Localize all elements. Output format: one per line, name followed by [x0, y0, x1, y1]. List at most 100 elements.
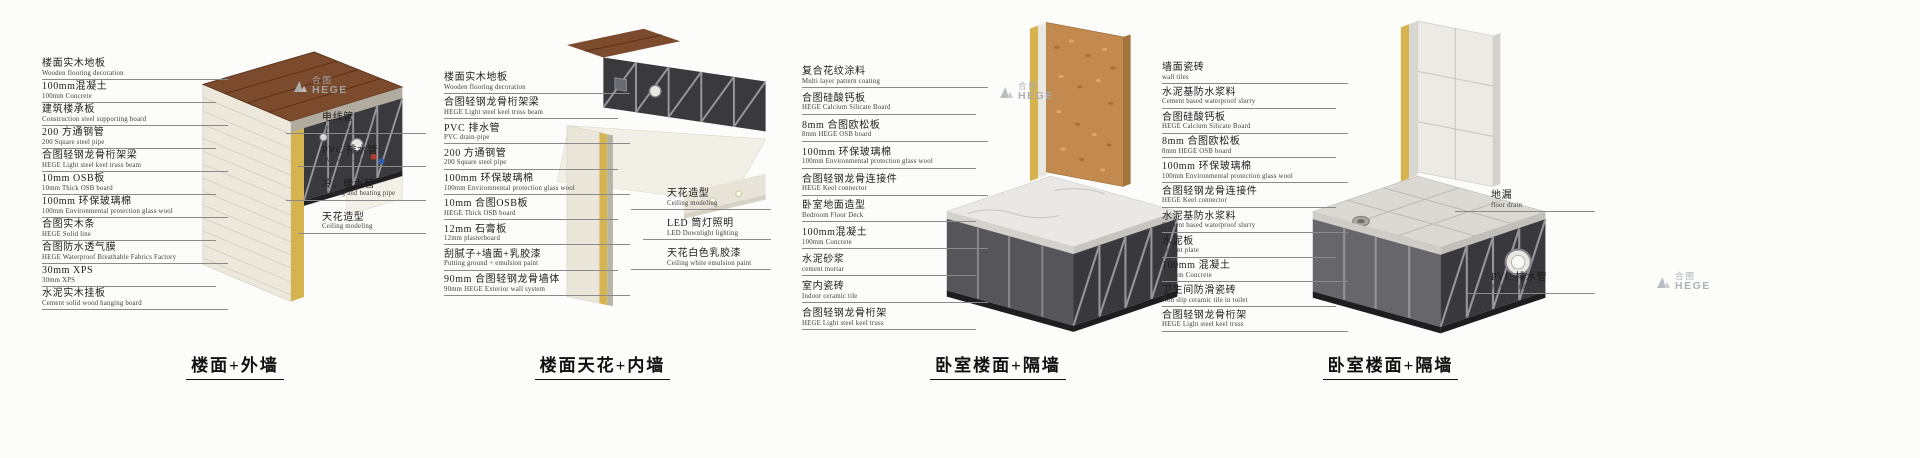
label-text-zh: 卫生间防滑瓷砖 [1162, 285, 1237, 297]
label-text-en: HEGE Light steel keel truss beam [42, 161, 142, 169]
label-text-en: HEGE Light steel keel truss beam [444, 108, 544, 116]
label-text-zh: 100mm 环保玻璃棉 [42, 196, 132, 207]
label-text-zh: 水泥基防水浆料 [1162, 210, 1237, 222]
label-text-en: 100mm Concrete [802, 238, 852, 246]
wall-layers [1400, 21, 1418, 182]
floor-bottom-chord [946, 290, 1178, 332]
steel-truss [1439, 218, 1547, 328]
label-text-zh: 合图轻钢龙骨桁架梁 [444, 97, 540, 109]
label-text-zh: 30mm XPS [42, 265, 94, 276]
label-text-en: floor drain [1491, 201, 1523, 209]
label-text-zh: 90mm 合图轻钢龙骨墙体 [444, 274, 560, 285]
steel-truss [1072, 218, 1179, 327]
label-text-en: PVC drain-pipe [322, 156, 368, 164]
label-text-en: HEGE Keel connector [802, 185, 867, 193]
label-text-en: 12mm plasterboard [444, 235, 501, 242]
label-text-zh: 8mm 合图欧松板 [1162, 136, 1241, 148]
label-text-zh: LED 筒灯照明 [667, 218, 734, 229]
insulation-layer [291, 127, 304, 302]
floor-bottom-chord [1312, 291, 1546, 334]
floor-stud-face [946, 218, 1074, 326]
label-text-zh: 12mm 石膏板 [444, 223, 507, 235]
label-text-en: Ceiling modeling [667, 199, 718, 207]
label-text-zh: 合图硅酸钙板 [1162, 111, 1226, 123]
label-text-zh: PVC 排水管 [1491, 272, 1548, 284]
label-text-zh: 冷、暖水管 [322, 178, 375, 190]
label-text-zh: 合图轻钢龙骨连接件 [1162, 185, 1258, 197]
label-text-en: 100mm Concrete [42, 92, 92, 100]
concrete-slab-edge [291, 87, 403, 133]
label-text-en: cement mortar [802, 265, 845, 273]
osb-speckles [1054, 39, 1116, 172]
label-text-en: HEGE Keel connector [1162, 197, 1227, 205]
label-text-en: LED Downlight lighting [667, 229, 739, 237]
label-text-zh: 合图硅酸钙板 [802, 92, 866, 104]
label-text-en: cement plate [1162, 247, 1199, 255]
label-text-en: Construction steel supporting board [42, 115, 147, 123]
label-text-en: 200 Square steel pipe [42, 138, 105, 146]
label-text-zh: 水泥基防水浆料 [1162, 86, 1237, 98]
interior-wall [566, 125, 613, 307]
label-text-en: 100mm Environmental protection glass woo… [444, 184, 575, 192]
steel-truss [602, 57, 767, 132]
diagram-toilet-floor-partition-wall [1296, 10, 1558, 336]
label-text-zh: 水泥实木挂板 [42, 288, 106, 299]
label-text-en: deck tube [322, 123, 351, 131]
label-text-zh: 200 方通钢管 [444, 147, 507, 159]
label-text-zh: 100mm混凝土 [42, 81, 108, 92]
label-text-en: 100mm Environmental protection glass woo… [42, 207, 173, 215]
watermark-text-en: HEGE [1675, 279, 1711, 292]
label-text-zh: 地漏 [1491, 190, 1513, 201]
hege-logo-icon [1657, 276, 1670, 288]
floor-stud-face [1312, 219, 1441, 328]
led-downlights [709, 190, 743, 204]
label-text-en: Cement solid wood hanging board [42, 299, 142, 307]
label-text-zh: 100mm 环保玻璃棉 [802, 146, 892, 158]
panel-title: 楼面天花+内墙 [430, 351, 775, 380]
diagram-floor-exterior-wall [175, 15, 407, 330]
label-text-zh: 水泥砂浆 [802, 254, 845, 266]
label-text-en: Bedroom Floor Deck [802, 211, 864, 219]
label-text-zh: 合图轻钢龙骨连接件 [802, 173, 898, 185]
panel-title: 楼面+外墙 [28, 351, 442, 380]
label-text-en: PVC drain-pipe [444, 134, 490, 141]
label-text-en: Wooden flooring decoration [42, 69, 124, 77]
label-text-en: 8mm HEGE OSB board [1162, 147, 1232, 155]
floor-edge-strips [946, 211, 1178, 255]
pvc-drain-pipe [648, 84, 662, 98]
label-text-zh: 天花白色乳胶漆 [667, 248, 742, 259]
label-text-en: HEGE Light steel keel truss [1162, 321, 1244, 329]
